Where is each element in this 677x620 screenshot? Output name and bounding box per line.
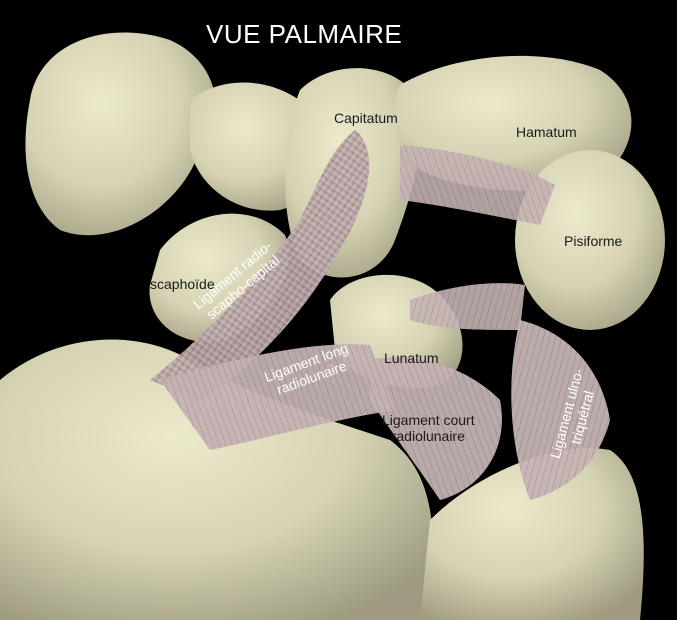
- label-ligament-court-radiolunaire: Ligament court radiolunaire: [382, 412, 475, 444]
- trapezium-bone: [25, 33, 215, 236]
- label-hamatum: Hamatum: [516, 124, 577, 140]
- label-pisiforme: Pisiforme: [564, 233, 622, 249]
- label-lunatum: Lunatum: [384, 350, 438, 366]
- label-capitatum: Capitatum: [334, 110, 398, 126]
- view-title: VUE PALMAIRE: [206, 20, 402, 50]
